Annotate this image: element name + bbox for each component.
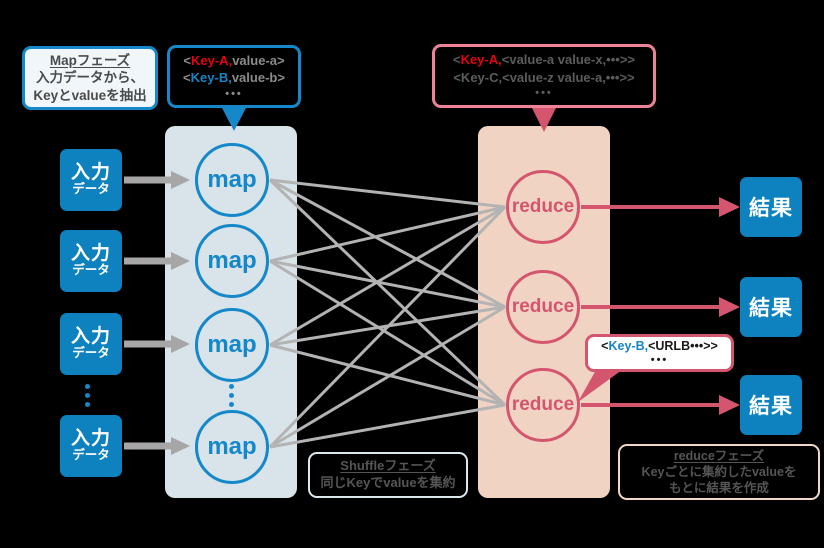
map-reduce-link (269, 305, 506, 449)
input-node-sublabel: データ (72, 263, 110, 278)
key-a-text: Key-A, (191, 52, 233, 68)
reduce-node-label: reduce (511, 196, 575, 217)
more-dots: ••• (535, 87, 553, 100)
key-value-line: <Key-A,<value-a value-x,•••>> (452, 52, 636, 68)
input-node-label: 入力 (70, 162, 111, 184)
map-reduce-link (269, 205, 506, 347)
result-node: 結果 (740, 277, 802, 337)
map-node: map (195, 143, 269, 217)
phase-title: Mapフェーズ (49, 52, 131, 68)
key-value-line: <Key-C,<value-z value-a,•••>> (453, 69, 635, 85)
map-phase-label: Mapフェーズ 入力データから、 Keyとvalueを抽出 (22, 46, 158, 110)
key-b-text: Key-B, (190, 70, 232, 86)
map-reduce-link (269, 178, 506, 309)
result-arrow (581, 297, 740, 317)
result-node-label: 結果 (749, 395, 793, 418)
phase-desc-line: Keyとvalueを抽出 (33, 87, 147, 103)
key-a-text: Key-A, (460, 52, 502, 68)
result-node-label: 結果 (749, 297, 793, 320)
input-arrow (124, 171, 190, 189)
result-arrow (581, 395, 740, 415)
phase-desc-line: Keyごとに集約したvalueを (641, 464, 797, 479)
result-arrow (581, 197, 740, 217)
map-node: map (195, 224, 269, 298)
input-data-node: 入力 データ (60, 313, 122, 375)
phase-desc-line: 入力データから、 (36, 70, 144, 86)
reduce-node: reduce (506, 270, 580, 344)
input-node-sublabel: データ (72, 346, 110, 361)
input-data-node: 入力 データ (60, 415, 122, 477)
map-node-label: map (207, 433, 257, 460)
phase-desc-line: 同じKeyでvalueを集約 (320, 475, 456, 490)
result-node: 結果 (740, 177, 802, 237)
reduce-node-label: reduce (511, 296, 575, 317)
map-reduce-link (269, 343, 506, 407)
input-node-label: 入力 (70, 243, 111, 265)
shuffle-links (268, 178, 507, 449)
map-reduce-link (268, 178, 507, 407)
key-value-line: <Key-A,value-a> (183, 52, 285, 68)
shuffle-callout-tail (531, 106, 557, 132)
vertical-ellipsis-inputs (85, 384, 90, 407)
reduce-phase-label: reduceフェーズ Keyごとに集約したvalueを もとに結果を作成 (618, 444, 820, 500)
reduce-node-label: reduce (511, 394, 575, 415)
map-node: map (195, 410, 269, 484)
more-dots: ••• (650, 353, 669, 366)
phase-title: Shuffleフェーズ (340, 458, 436, 474)
input-arrow (124, 335, 190, 353)
shuffle-phase-label: Shuffleフェーズ 同じKeyでvalueを集約 (308, 452, 468, 498)
map-reduce-link (269, 259, 506, 309)
reduce-result-callout: <Key-B,<URLB•••>> ••• (585, 334, 734, 372)
input-arrow (124, 437, 190, 455)
map-node: map (195, 308, 269, 382)
map-reduce-link (269, 403, 506, 449)
input-node-sublabel: データ (72, 448, 110, 463)
map-reduce-link (269, 259, 506, 407)
map-node-label: map (207, 166, 257, 193)
input-data-node: 入力 データ (60, 149, 122, 211)
map-reduce-link (269, 178, 506, 209)
result-callout-tail (578, 370, 622, 402)
input-node-label: 入力 (70, 428, 111, 450)
key-value-line: <Key-B,value-b> (183, 70, 285, 86)
phase-desc-line: もとに結果を作成 (669, 481, 769, 496)
phase-title: reduceフェーズ (673, 448, 765, 463)
key-b-text: Key-B, (608, 339, 649, 354)
map-callout-tail (221, 106, 247, 131)
input-node-sublabel: データ (72, 182, 110, 197)
result-node-label: 結果 (749, 197, 793, 220)
map-output-callout: <Key-A,value-a> <Key-B,value-b> ••• (167, 45, 301, 108)
reduce-node: reduce (506, 368, 580, 442)
reduce-node: reduce (506, 170, 580, 244)
vertical-ellipsis-maps (229, 384, 234, 407)
key-value-line: <Key-B,<URLB•••>> (601, 339, 718, 354)
map-reduce-link (268, 205, 507, 449)
result-node: 結果 (740, 375, 802, 435)
map-reduce-link (269, 205, 506, 263)
map-node-label: map (207, 331, 257, 358)
input-arrow (124, 252, 190, 270)
more-dots: ••• (225, 87, 243, 100)
shuffle-output-callout: <Key-A,<value-a value-x,•••>> <Key-C,<va… (432, 44, 656, 108)
input-data-node: 入力 データ (60, 230, 122, 292)
map-node-label: map (207, 247, 257, 274)
input-node-label: 入力 (70, 326, 111, 348)
